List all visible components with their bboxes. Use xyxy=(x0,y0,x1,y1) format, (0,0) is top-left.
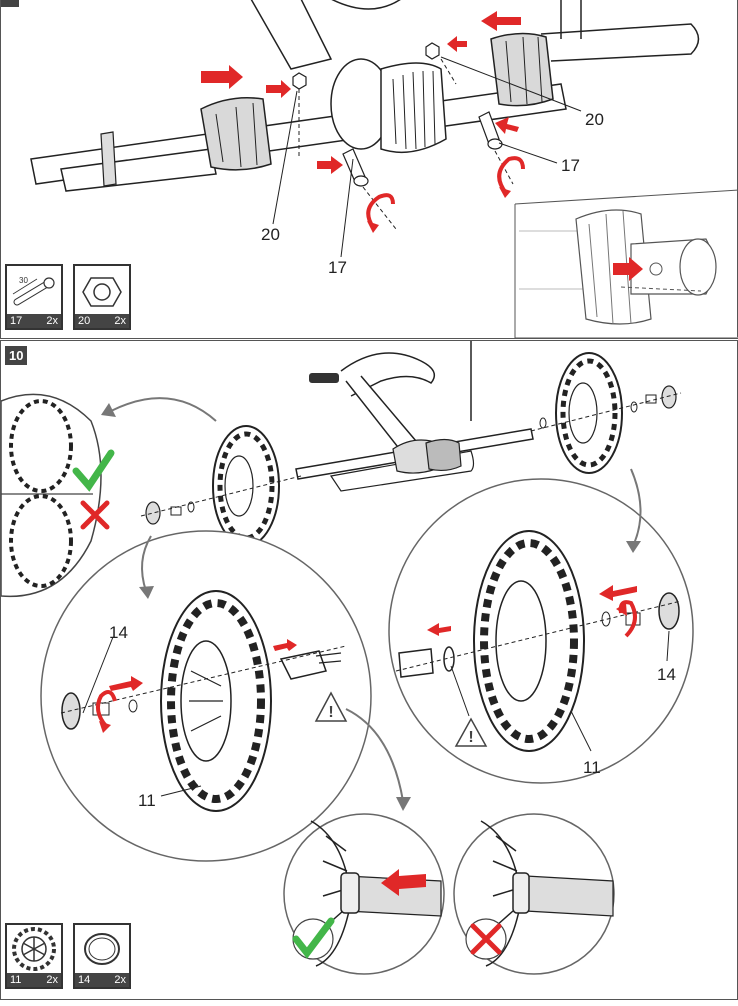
bolt-right xyxy=(478,111,500,145)
step-9-illustration: 20 17 20 17 xyxy=(1,0,738,339)
callout-nut-right: 20 xyxy=(585,110,604,129)
step-number-badge: 10 xyxy=(5,346,28,365)
inset-detail xyxy=(514,189,738,339)
part-20-id: 20 xyxy=(78,315,91,327)
callout-wheel-left: 11 xyxy=(138,791,156,810)
nut-icon xyxy=(82,277,122,307)
rotate-arrow xyxy=(95,690,117,728)
part-11-qty: 2x xyxy=(46,974,58,986)
part-14-id: 14 xyxy=(78,974,91,986)
detail-circle-right: ! 14 11 xyxy=(388,478,694,784)
warning-icon-right xyxy=(454,717,488,747)
part-11-box: 11 2x xyxy=(5,923,63,989)
rotate-arrow-left xyxy=(366,193,395,229)
svg-text:!: ! xyxy=(328,704,333,721)
pedal xyxy=(309,373,339,383)
hub-cap-icon xyxy=(84,933,120,965)
wheel-left-top xyxy=(212,425,280,547)
cross-icon-bottom xyxy=(470,923,502,955)
callout-cap-left: 14 xyxy=(109,623,128,642)
wheel-right-top xyxy=(555,352,623,474)
bushing-incorrect-inset xyxy=(453,813,615,975)
part-14-qty: 2x xyxy=(114,974,126,986)
center-bracket xyxy=(380,62,447,154)
part-17-id: 17 xyxy=(10,315,23,327)
part-20-qty: 2x xyxy=(114,315,126,327)
step-10-panel: 10 xyxy=(0,340,738,1000)
rotate-arrow-right xyxy=(497,156,525,195)
svg-text:30: 30 xyxy=(19,276,28,285)
callout-wheel-right: 11 xyxy=(583,758,601,777)
detail-circle-left: ! 14 11 xyxy=(40,530,372,862)
nut-right xyxy=(425,42,440,60)
step-10-illustration: ! 14 11 ! xyxy=(0,341,694,975)
bushing-correct-inset xyxy=(283,813,445,975)
step-9-panel: 20 17 20 17 30 17 2x xyxy=(0,0,738,339)
part-14-box: 14 2x xyxy=(73,923,131,989)
svg-text:!: ! xyxy=(468,729,473,746)
hub-cap-right xyxy=(658,592,680,630)
tread-direction-inset xyxy=(0,393,115,598)
right-hub-sleeve xyxy=(490,32,554,107)
callout-cap-right: 14 xyxy=(657,665,676,684)
check-icon-bottom xyxy=(292,917,335,959)
bolt-icon: 30 xyxy=(12,276,55,306)
callout-nut-left: 20 xyxy=(261,225,280,244)
callout-bolt-right: 17 xyxy=(561,156,580,175)
check-icon xyxy=(72,449,115,492)
part-11-id: 11 xyxy=(10,974,22,986)
nut-left xyxy=(292,72,307,90)
cross-icon xyxy=(80,500,110,530)
part-20-box: 20 2x xyxy=(73,264,131,330)
callout-bolt-left: 17 xyxy=(328,258,347,277)
insert-arrows xyxy=(201,11,521,174)
part-17-box: 30 17 2x xyxy=(5,264,63,330)
wheel-icon xyxy=(12,927,56,971)
warning-icon xyxy=(314,691,348,722)
part-17-qty: 2x xyxy=(46,315,58,327)
